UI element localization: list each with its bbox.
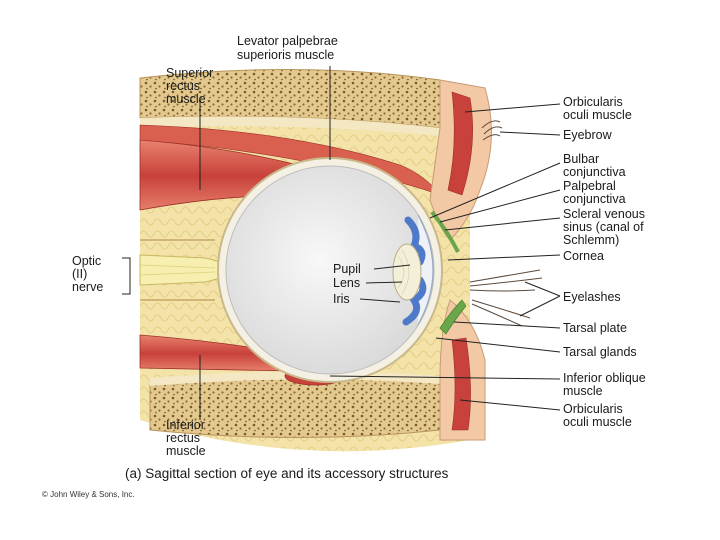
- iris: [402, 216, 427, 326]
- label-tarsal-plate: Tarsal plate: [563, 321, 627, 335]
- bracket-icon: [122, 257, 131, 295]
- eyeball: [217, 157, 443, 383]
- label-cornea: Cornea: [563, 249, 604, 263]
- optic-nerve: [139, 254, 233, 286]
- orbicularis-lower: [451, 337, 471, 431]
- label-pupil: Pupil: [333, 262, 361, 276]
- copyright: © John Wiley & Sons, Inc.: [42, 490, 135, 499]
- label-lens: Lens: [333, 276, 360, 290]
- lens: [392, 243, 422, 301]
- leader-lines: [199, 66, 561, 420]
- eyebrow-hairs: [481, 120, 503, 141]
- label-optic-nerve: Optic(II)nerve: [72, 254, 103, 294]
- palpebral-conjunctiva-upper: [430, 210, 460, 253]
- label-iris: Iris: [333, 292, 350, 306]
- upper-eyelid: [429, 79, 492, 253]
- eyelash-hairs: [469, 269, 543, 327]
- label-tarsal-glands: Tarsal glands: [563, 345, 637, 359]
- lower-eyelid: [439, 299, 486, 441]
- tarsal-plate-lower: [439, 299, 467, 335]
- label-eyebrow: Eyebrow: [563, 128, 613, 142]
- figure-caption: (a) Sagittal section of eye and its acce…: [125, 466, 449, 481]
- label-eyelashes: Eyelashes: [563, 290, 621, 304]
- orbicularis-upper: [447, 91, 473, 196]
